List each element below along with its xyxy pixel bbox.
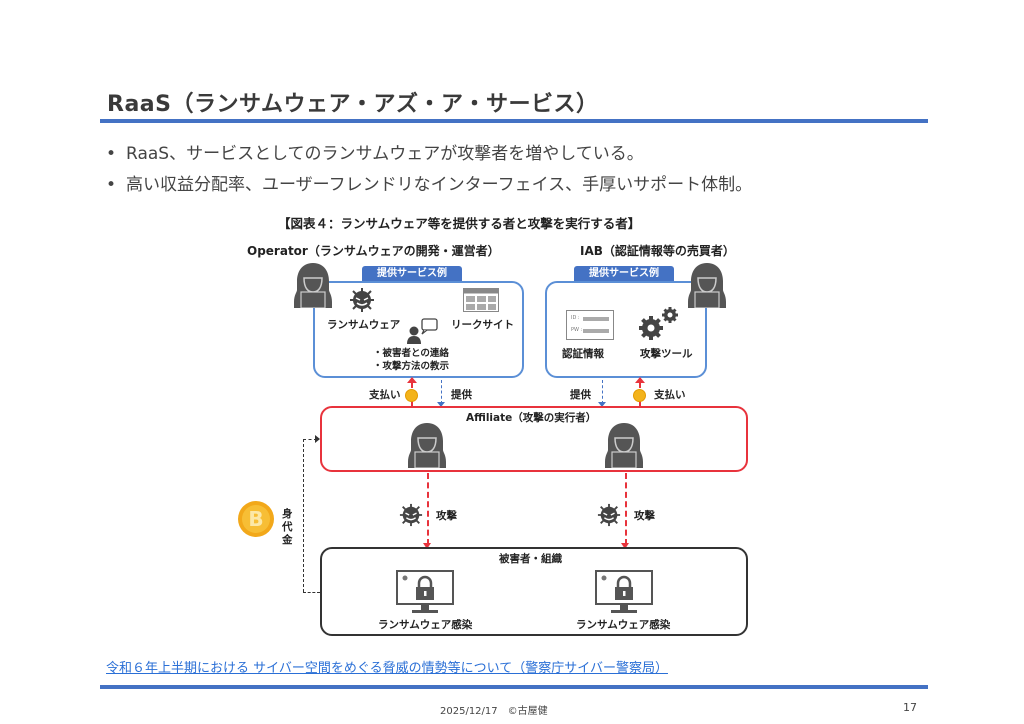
ransom-path — [303, 439, 317, 440]
footer-text: 2025/12/17 ©古屋健 — [440, 706, 548, 717]
virus-icon — [349, 287, 375, 313]
bullet-item: • RaaS、サービスとしてのランサムウェアが攻撃者を増やしている。 — [106, 139, 644, 164]
pw-field-label: PW : — [571, 327, 583, 333]
provide-arrow — [441, 380, 442, 404]
provide-label: 提供 — [570, 389, 591, 401]
id-field-label: ID : — [571, 315, 580, 321]
victim-box — [320, 547, 748, 636]
operator-title: Operator（ランサムウェアの開発・運営者） — [247, 244, 500, 258]
infection-label: ランサムウェア感染 — [378, 619, 473, 631]
hacker-icon — [686, 262, 728, 308]
credentials-icon: ID : PW : — [566, 310, 614, 340]
credentials-label: 認証情報 — [562, 348, 604, 360]
gears-icon — [638, 305, 682, 341]
page-number: 17 — [903, 701, 917, 714]
arrow-head-up — [407, 377, 417, 383]
virus-icon — [597, 503, 621, 527]
arrow-head-right — [315, 435, 320, 443]
coin-icon — [633, 389, 646, 402]
affiliate-box — [320, 406, 748, 472]
arrow-head-down — [598, 402, 606, 407]
ransom-label: 身代金 — [282, 508, 293, 546]
provide-arrow — [602, 380, 603, 404]
virus-icon — [399, 503, 423, 527]
bullet-item: • 高い収益分配率、ユーザーフレンドリなインターフェイス、手厚いサポート体制。 — [106, 170, 752, 195]
iab-box — [545, 281, 707, 378]
locked-monitor-icon — [595, 570, 655, 614]
payment-label: 支払い — [369, 389, 401, 401]
attack-arrow — [427, 473, 429, 545]
bullet-marker: • — [106, 175, 117, 195]
provide-label: 提供 — [451, 389, 472, 401]
operator-box — [313, 281, 524, 378]
infection-label: ランサムウェア感染 — [576, 619, 671, 631]
id-field — [583, 317, 609, 321]
affiliate-title: Affiliate（攻撃の実行者） — [466, 412, 597, 424]
bullet-text: RaaS、サービスとしてのランサムウェアが攻撃者を増やしている。 — [126, 144, 644, 164]
leak-site-label: リークサイト — [451, 319, 514, 331]
hacker-icon — [292, 262, 334, 308]
hacker-icon — [603, 422, 645, 468]
arrow-head-down — [621, 543, 629, 549]
iab-service-tag: 提供サービス例 — [574, 266, 674, 281]
arrow-head-up — [635, 377, 645, 383]
title-divider — [100, 119, 928, 123]
support-item: ・攻撃方法の教示 — [373, 361, 450, 372]
arrow-head-down — [437, 402, 445, 407]
ransom-path — [303, 592, 320, 593]
hacker-icon — [406, 422, 448, 468]
payment-label: 支払い — [654, 389, 686, 401]
ransom-path — [303, 439, 304, 592]
attack-label: 攻撃 — [436, 510, 457, 522]
svg-text:B: B — [248, 507, 263, 531]
operator-service-tag: 提供サービス例 — [362, 266, 462, 281]
attack-label: 攻撃 — [634, 510, 655, 522]
figure-title: 【図表４：ランサムウェア等を提供する者と攻撃を実行する者】 — [278, 216, 641, 231]
coin-icon — [405, 389, 418, 402]
ransomware-label: ランサムウェア — [327, 319, 401, 331]
footer-divider — [100, 685, 928, 689]
leak-site-icon — [463, 288, 499, 312]
support-item: ・被害者との連絡 — [373, 348, 449, 359]
bitcoin-icon: B — [237, 499, 275, 539]
source-link[interactable]: 令和６年上半期における サイバー空間をめぐる脅威の情勢等について（警察庁サイバー… — [106, 661, 668, 676]
arrow-head-down — [423, 543, 431, 549]
slide-title: RaaS（ランサムウェア・アズ・ア・サービス） — [107, 92, 599, 117]
attack-tools-label: 攻撃ツール — [640, 348, 693, 360]
support-person-icon — [406, 316, 440, 344]
pw-field — [583, 329, 609, 333]
attack-arrow — [625, 473, 627, 545]
bullet-marker: • — [106, 144, 117, 164]
bullet-text: 高い収益分配率、ユーザーフレンドリなインターフェイス、手厚いサポート体制。 — [126, 175, 753, 195]
locked-monitor-icon — [396, 570, 456, 614]
iab-title: IAB（認証情報等の売買者） — [580, 244, 735, 258]
victim-title: 被害者・組織 — [499, 553, 562, 565]
